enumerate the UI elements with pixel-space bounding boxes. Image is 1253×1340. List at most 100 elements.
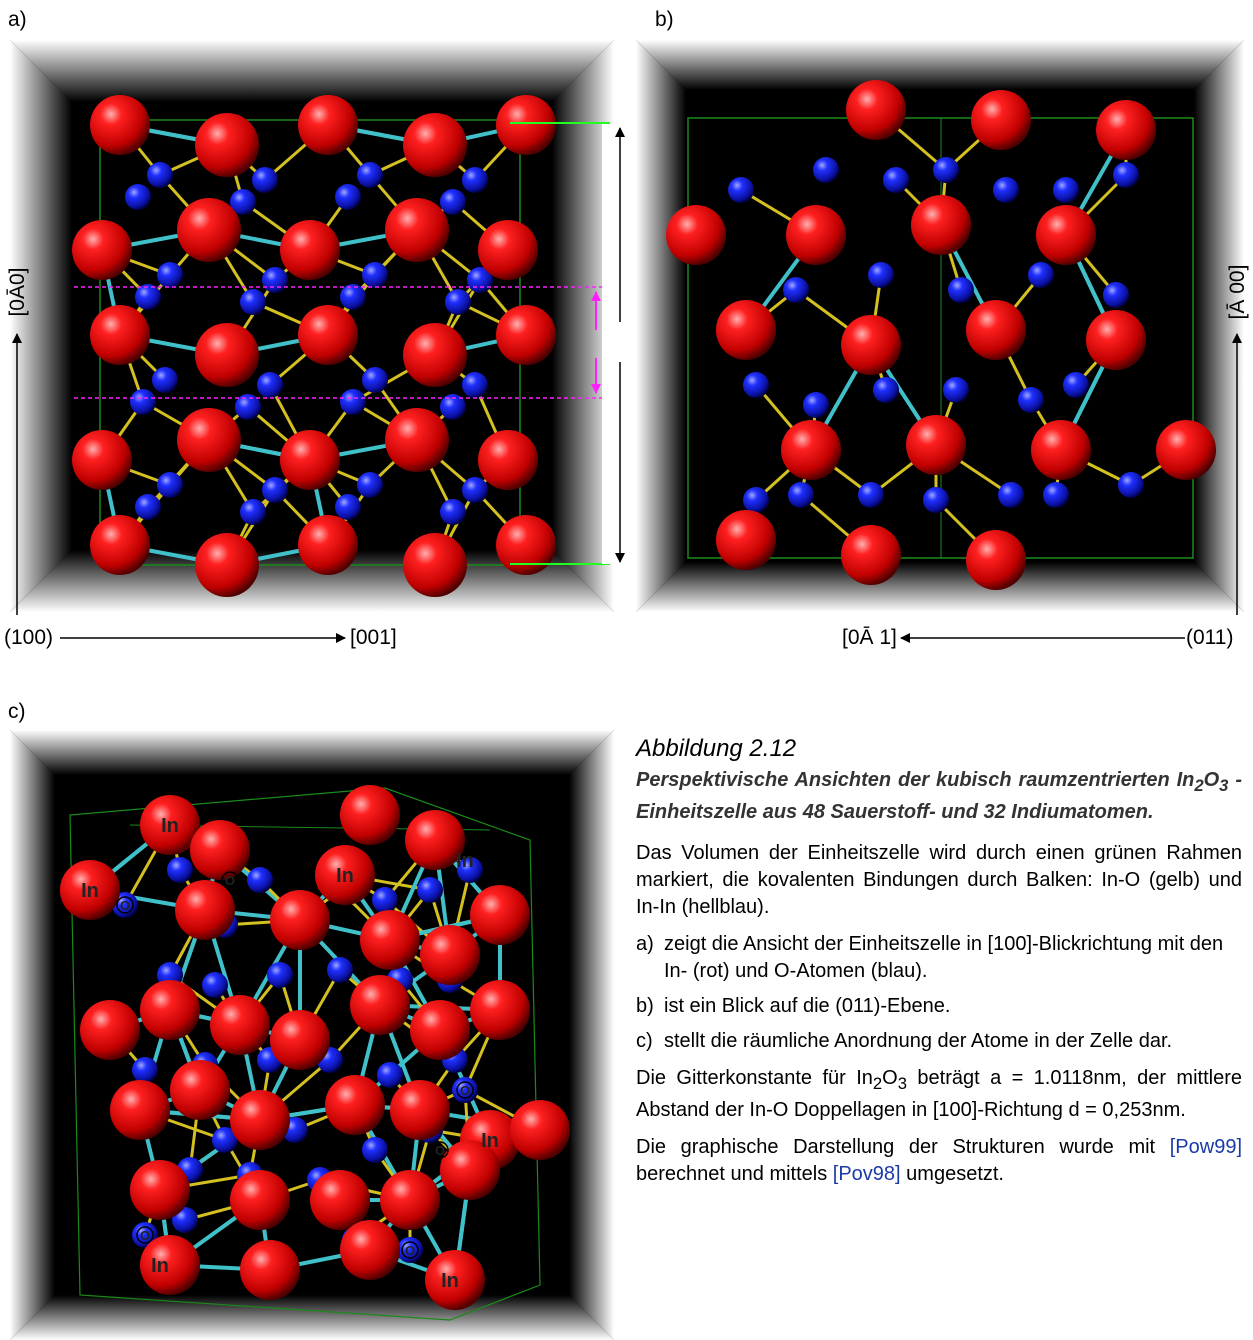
indium-atom-label: In	[481, 1130, 499, 1152]
oxygen-atom	[993, 177, 1019, 203]
reference-link-pov98[interactable]: [Pov98]	[832, 1163, 901, 1185]
oxygen-atom	[743, 487, 769, 513]
oxygen-atom	[362, 367, 388, 393]
panel-b-axis-right-label: (011)	[1186, 626, 1234, 649]
indium-atom	[350, 975, 410, 1035]
panel-b-axis-left-label: [0Ā 1]	[842, 626, 897, 649]
indium-atom	[666, 205, 726, 265]
oxygen-atom	[372, 887, 398, 913]
oxygen-atom	[240, 499, 266, 525]
indium-atom	[911, 195, 971, 255]
indium-atom	[110, 1080, 170, 1140]
panel-a-vertical-axis-arrow	[12, 333, 22, 615]
dimension-a-arrow	[615, 127, 625, 563]
caption-paragraph-3: Die graphische Darstellung der Strukture…	[636, 1136, 1242, 1185]
caption-title: Abbildung 2.12	[636, 735, 797, 762]
oxygen-atom	[235, 394, 261, 420]
oxygen-atom	[262, 267, 288, 293]
indium-atom	[390, 1080, 450, 1140]
indium-atom	[60, 860, 120, 920]
oxygen-atom	[132, 1057, 158, 1083]
oxygen-atom	[262, 477, 288, 503]
indium-atom	[298, 305, 358, 365]
indium-atom	[195, 113, 259, 177]
oxygen-atom	[377, 1062, 403, 1088]
indium-atom	[315, 845, 375, 905]
oxygen-atom	[357, 472, 383, 498]
indium-atom	[716, 510, 776, 570]
oxygen-atom	[340, 389, 366, 415]
oxygen-atom	[230, 189, 256, 215]
indium-atom	[280, 220, 340, 280]
indium-atom	[140, 1235, 200, 1295]
oxygen-atom	[130, 389, 156, 415]
oxygen-atom	[1113, 162, 1139, 188]
indium-atom	[403, 533, 467, 597]
indium-atom	[405, 810, 465, 870]
oxygen-atom	[157, 262, 183, 288]
panel-b-label: b)	[655, 8, 674, 31]
indium-atom	[230, 1170, 290, 1230]
panel-a-structure-view	[10, 40, 614, 612]
indium-atom	[195, 533, 259, 597]
oxygen-atom	[247, 867, 273, 893]
indium-atom	[177, 198, 241, 262]
oxygen-atom	[868, 262, 894, 288]
oxygen-atom	[728, 177, 754, 203]
oxygen-atom	[357, 162, 383, 188]
caption-subtitle: Perspektivische Ansichten der kubisch ra…	[636, 769, 1242, 823]
oxygen-atom	[152, 367, 178, 393]
oxygen-atom	[440, 189, 466, 215]
indium-atom	[385, 198, 449, 262]
indium-atom	[440, 1140, 500, 1200]
indium-atom	[340, 785, 400, 845]
indium-atom	[298, 515, 358, 575]
indium-atom	[496, 515, 556, 575]
oxygen-atom	[267, 962, 293, 988]
indium-atom	[841, 525, 901, 585]
oxygen-atom-label: O	[405, 1243, 415, 1258]
indium-atom	[240, 1240, 300, 1300]
indium-atom	[420, 925, 480, 985]
indium-atom	[298, 95, 358, 155]
indium-atom	[360, 910, 420, 970]
indium-atom	[906, 415, 966, 475]
indium-atom	[1031, 420, 1091, 480]
caption-paragraph-2: Die Gitterkonstante für In2O3 beträgt a …	[636, 1067, 1242, 1121]
indium-atom	[190, 820, 250, 880]
oxygen-atom	[167, 857, 193, 883]
indium-atom	[403, 323, 467, 387]
oxygen-atom	[933, 157, 959, 183]
oxygen-atom	[135, 494, 161, 520]
oxygen-atom	[1118, 472, 1144, 498]
indium-atom-label: In	[336, 865, 354, 887]
panel-a-axis-vertical-label: [0Ā0]	[6, 267, 29, 317]
indium-atom	[1156, 420, 1216, 480]
panel-b-axis-vertical-label: [Ā 00]	[1226, 264, 1249, 320]
indium-atom	[130, 1160, 190, 1220]
panel-c-label: c)	[8, 700, 26, 723]
reference-link-pow99[interactable]: [Pow99]	[1169, 1136, 1242, 1158]
caption-list: a)zeigt die Ansicht der Einheitszelle in…	[636, 931, 1242, 1055]
oxygen-atom	[362, 262, 388, 288]
oxygen-atom-label: O	[460, 1083, 470, 1098]
oxygen-atom	[257, 372, 283, 398]
oxygen-atom	[440, 394, 466, 420]
oxygen-atom	[923, 487, 949, 513]
oxygen-atom	[788, 482, 814, 508]
oxygen-atom	[452, 1077, 478, 1103]
oxygen-atom	[397, 1237, 423, 1263]
panel-b-vertical-axis-arrow	[1232, 333, 1242, 615]
indium-atom	[380, 1170, 440, 1230]
unit-cell-frame	[69, 787, 541, 1321]
indium-atom	[1086, 310, 1146, 370]
oxygen-atom	[157, 472, 183, 498]
indium-atom	[80, 1000, 140, 1060]
oxygen-atom-label: O	[140, 1228, 150, 1243]
oxygen-atom	[873, 377, 899, 403]
indium-atom	[1036, 205, 1096, 265]
indium-atom	[210, 995, 270, 1055]
indium-atom-label: In	[81, 880, 99, 902]
indium-atom	[496, 95, 556, 155]
caption-list-item-c: c)stellt die räumliche Anordnung der Ato…	[636, 1030, 1173, 1052]
